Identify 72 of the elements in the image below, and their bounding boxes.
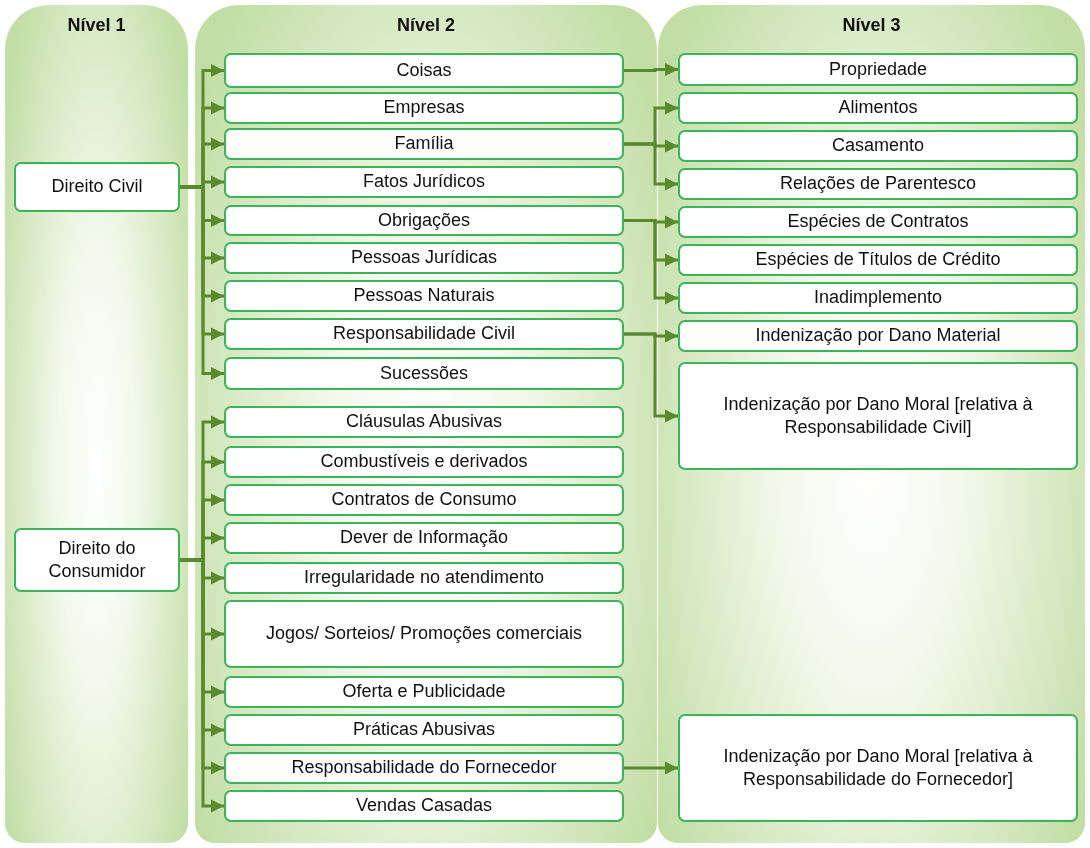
topic-label: Jogos/ Sorteios/ Promoções comerciais <box>264 622 584 646</box>
topic-label: Direito do Consumidor <box>47 536 147 583</box>
topic-label: Contratos de Consumo <box>330 488 518 512</box>
topic-label: Alimentos <box>837 96 919 120</box>
topic-box <box>224 166 624 198</box>
topic-label: Sucessões <box>378 361 470 385</box>
arrow <box>624 142 678 191</box>
arrow <box>624 332 678 423</box>
topic-label: Pessoas Naturais <box>352 284 496 308</box>
topic-label: Direito Civil <box>50 175 144 199</box>
topic-label: Inadimplemento <box>812 286 944 310</box>
topic-box <box>678 714 1078 822</box>
topic-box <box>224 92 624 124</box>
topic-box <box>224 357 624 390</box>
topic-box <box>678 362 1078 470</box>
topic-box <box>678 320 1078 352</box>
topic-label: Responsabilidade Civil <box>331 322 517 346</box>
topic-label: Obrigações <box>376 208 472 232</box>
topic-label: Casamento <box>830 134 926 158</box>
topic-label: Práticas Abusivas <box>351 718 497 742</box>
topic-box <box>224 446 624 478</box>
topic-box <box>14 528 180 592</box>
topic-label: Espécies de Contratos <box>786 210 970 234</box>
column-header: Nível 2 <box>395 15 456 36</box>
topic-box <box>678 130 1078 162</box>
topic-box <box>224 484 624 516</box>
topic-box <box>678 53 1078 86</box>
topic-label: Família <box>393 132 455 156</box>
arrow <box>624 62 678 77</box>
topic-label: Cláusulas Abusivas <box>344 410 504 434</box>
topic-label: Combustíveis e derivados <box>319 450 529 474</box>
arrow <box>624 761 678 775</box>
topic-box <box>224 600 624 668</box>
topic-box <box>224 790 624 822</box>
topic-box <box>224 714 624 746</box>
topic-label: Oferta e Publicidade <box>341 680 507 704</box>
topic-label: Irregularidade no atendimento <box>302 566 546 590</box>
topic-box <box>224 205 624 236</box>
column-band <box>658 5 1085 843</box>
topic-label: Indenização por Dano Moral [relativa à Responsabilidade Civil] <box>722 392 1034 439</box>
column-band <box>195 5 657 843</box>
topic-label: Espécies de Títulos de Crédito <box>754 248 1002 272</box>
column-header: Nível 1 <box>66 15 127 36</box>
topic-label: Propriedade <box>827 57 929 81</box>
topic-box <box>224 242 624 274</box>
topic-label: Relações de Parentesco <box>778 172 978 196</box>
topic-box <box>678 92 1078 124</box>
topic-label: Indenização por Dano Material <box>754 324 1002 348</box>
topic-box <box>14 162 180 212</box>
topic-box <box>224 128 624 160</box>
topic-box <box>224 562 624 594</box>
topic-label: Coisas <box>395 58 453 82</box>
topic-box <box>224 53 624 88</box>
topic-label: Vendas Casadas <box>354 794 494 818</box>
column-band <box>5 5 188 843</box>
topic-box <box>678 168 1078 200</box>
topic-box <box>678 206 1078 238</box>
column-header: Nível 3 <box>841 15 902 36</box>
topic-box <box>224 522 624 554</box>
topic-box <box>224 280 624 312</box>
topic-label: Pessoas Jurídicas <box>349 246 499 270</box>
topic-box <box>224 752 624 784</box>
topic-label: Dever de Informação <box>338 526 510 550</box>
topic-label: Empresas <box>382 96 466 120</box>
topic-box <box>678 282 1078 314</box>
topic-box <box>224 318 624 350</box>
topic-box <box>678 244 1078 276</box>
topic-box <box>224 676 624 708</box>
topic-box <box>224 406 624 438</box>
topic-label: Indenização por Dano Moral [relativa à Responsabilidade do Fornecedor] <box>722 744 1034 791</box>
topic-label: Fatos Jurídicos <box>361 170 486 194</box>
topic-label: Responsabilidade do Fornecedor <box>290 756 558 780</box>
